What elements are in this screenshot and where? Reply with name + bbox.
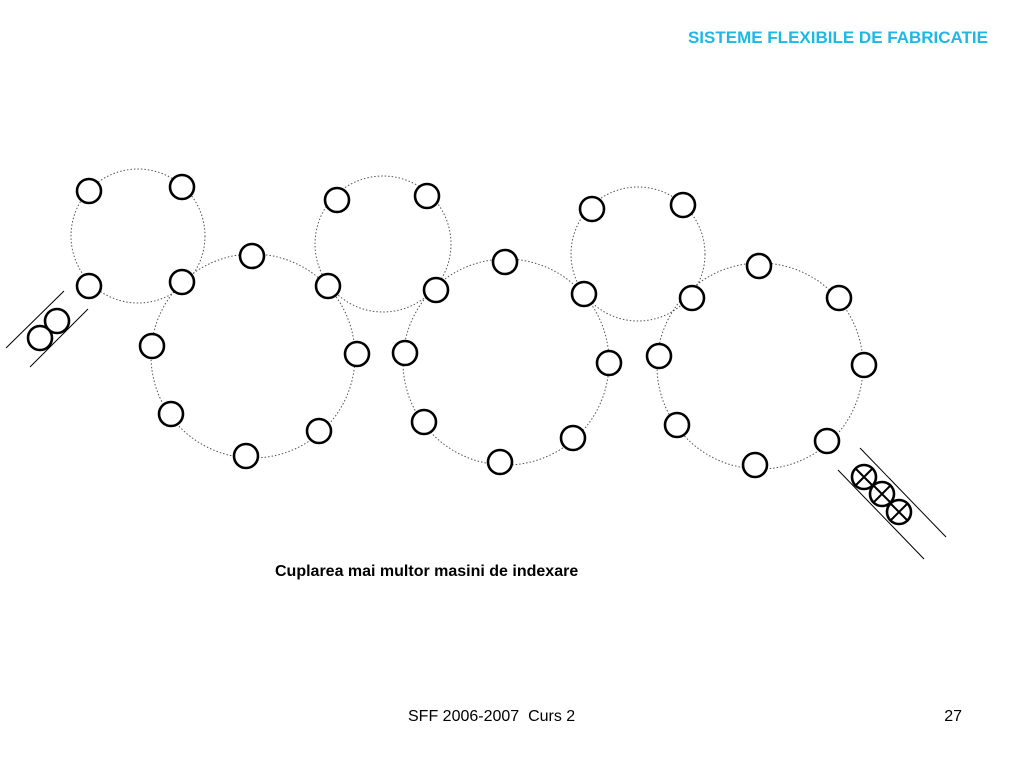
footer-course: SFF 2006-2007 Curs 2 [408,708,576,725]
station-9 [578,195,606,223]
station-7 [314,272,342,300]
station-15 [343,340,371,368]
station-19 [491,248,519,276]
station-10 [669,191,697,219]
output-part-1 [850,463,878,491]
indexing-table-track-1 [70,168,206,304]
station-30 [813,427,841,455]
station-21 [595,349,623,377]
station-18 [232,442,260,470]
conveyor-lines [5,290,947,560]
indexing-table-track-2 [314,175,452,313]
indexing-table-track-3 [570,186,706,322]
input-part-1 [43,307,71,335]
station-12 [678,284,706,312]
station-26 [825,284,853,312]
station-22 [410,408,438,436]
station-6 [413,182,441,210]
station-27 [850,351,878,379]
indexing-table-tracks [70,168,864,470]
station-2 [168,173,196,201]
input-conveyor-rail-1 [5,290,65,349]
station-17 [305,417,333,445]
station-31 [741,451,769,479]
output-conveyor-rail-2 [837,469,925,560]
output-part-2 [868,480,896,508]
station-11 [570,280,598,308]
station-3 [75,272,103,300]
diagram-caption: Cuplarea mai multor masini de indexare [275,563,579,580]
station-13 [238,242,266,270]
output-part-3 [885,498,913,526]
station-24 [486,448,514,476]
page-number: 27 [944,708,962,725]
workstations [26,173,913,526]
station-14 [138,332,166,360]
input-part-2 [26,324,54,352]
input-conveyor-rail-2 [29,308,89,368]
station-4 [168,268,196,296]
station-25 [745,252,773,280]
station-23 [559,424,587,452]
station-8 [422,276,450,304]
output-conveyor-rail-1 [859,447,947,538]
station-28 [645,342,673,370]
station-1 [75,177,103,205]
slide-title: SISTEME FLEXIBILE DE FABRICATIE [687,28,988,47]
station-16 [157,400,185,428]
station-5 [323,186,351,214]
station-20 [391,339,419,367]
station-29 [663,411,691,439]
